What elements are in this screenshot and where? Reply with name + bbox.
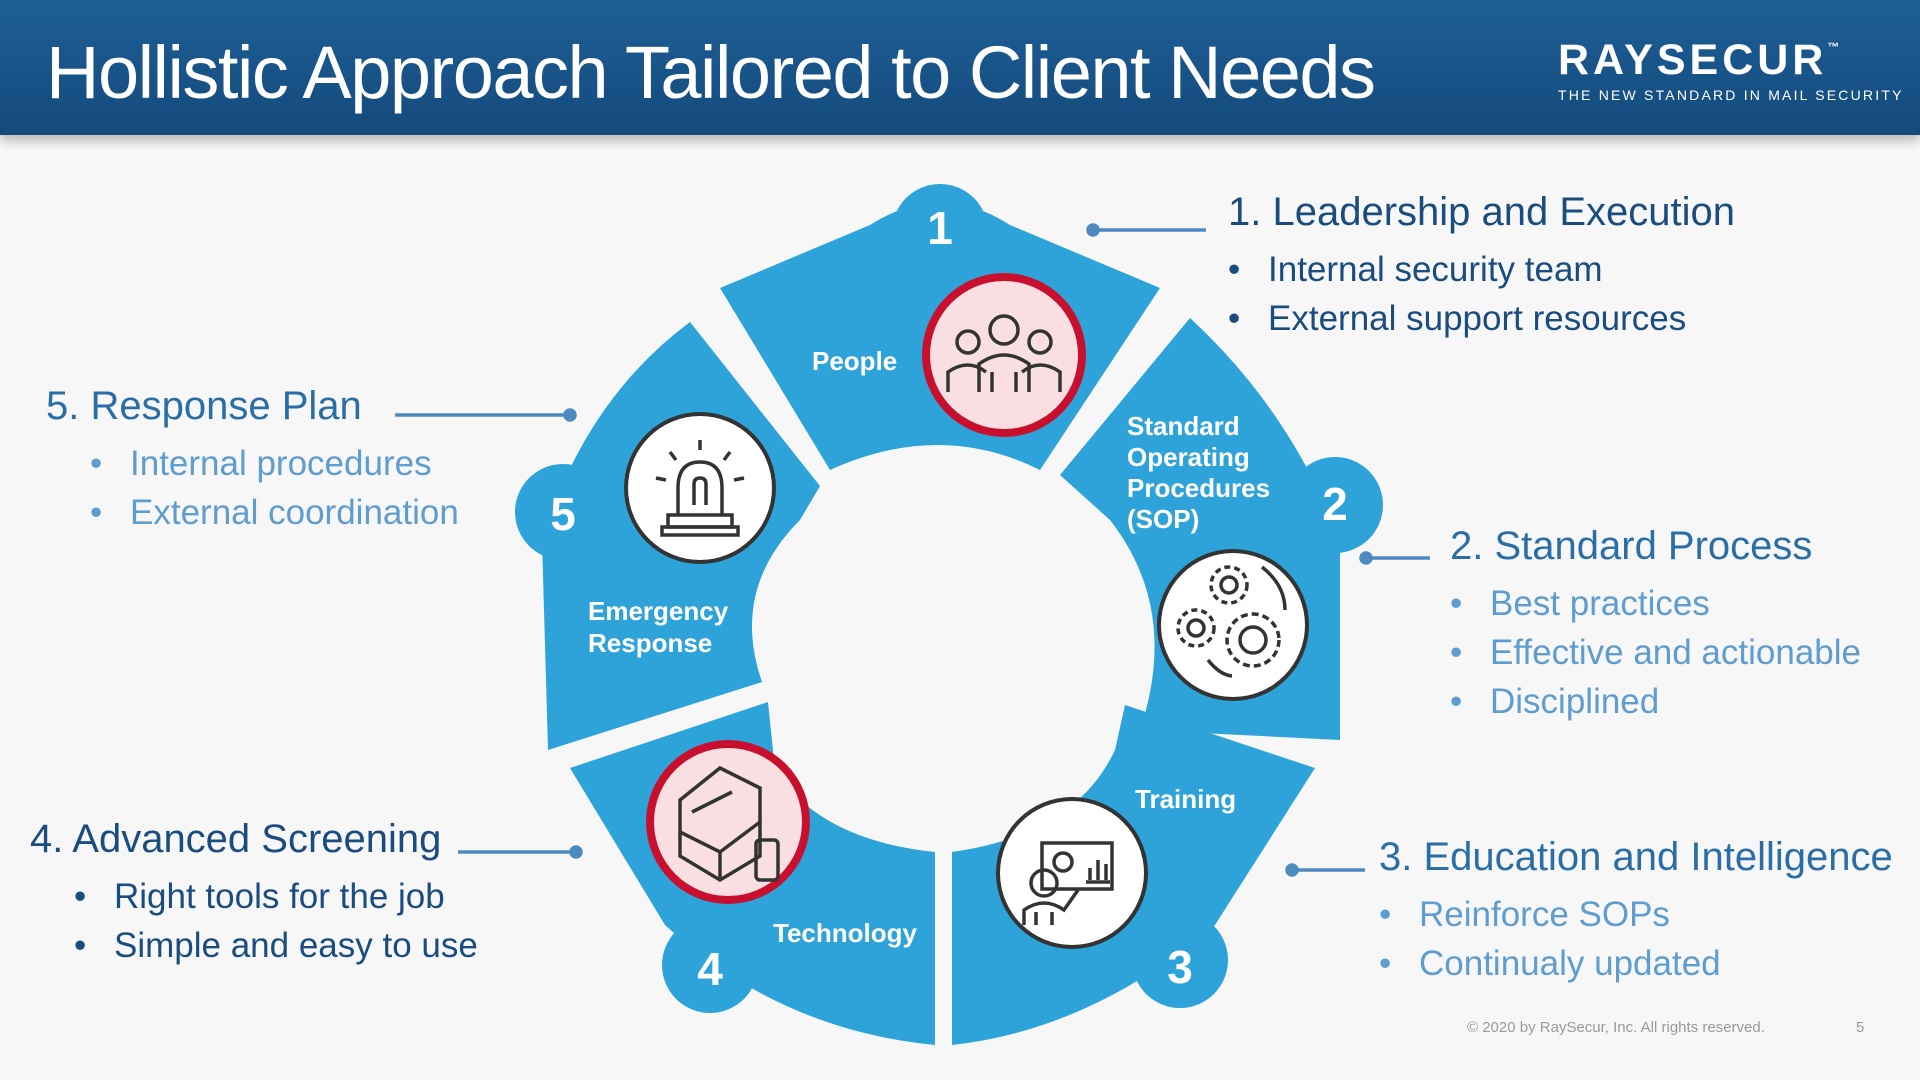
segment-label-sop-line-1: Standard (1127, 411, 1240, 441)
segment-label-technology: Technology (773, 918, 918, 948)
segment-number-2: 2 (1322, 478, 1348, 530)
bullet-item: Internal security team (1228, 245, 1735, 294)
segment-label-emergency-line-1: Emergency (588, 596, 729, 626)
segment-number-5: 5 (550, 488, 576, 540)
segment-number-1: 1 (927, 202, 953, 254)
bullet-item: Right tools for the job (74, 872, 478, 921)
logo-tagline: THE NEW STANDARD IN MAIL SECURITY (1558, 87, 1904, 103)
header-bar: Hollistic Approach Tailored to Client Ne… (0, 0, 1920, 135)
tab-4 (662, 917, 758, 1013)
segment-label-training: Training (1135, 784, 1236, 814)
logo-word: RAYSECUR (1558, 36, 1828, 84)
people-icon (922, 273, 1086, 437)
bullet-list: Right tools for the job Simple and easy … (74, 872, 478, 970)
segment-label-sop-line-3: Procedures (1127, 473, 1270, 503)
copyright-notice: © 2020 by RaySecur, Inc. All rights rese… (1467, 1019, 1765, 1036)
section-education: 3. Education and Intelligence Reinforce … (1379, 835, 1893, 988)
section-heading: 2. Standard Process (1450, 524, 1813, 568)
segment-label-sop-line-2: Operating (1127, 442, 1250, 472)
bullet-item: Reinforce SOPs (1379, 890, 1893, 939)
bullet-list: Internal procedures External coordinatio… (90, 439, 459, 537)
tab-1 (892, 184, 988, 280)
bullet-item: Best practices (1450, 579, 1861, 628)
bullet-list: Best practices Effective and actionable … (1450, 579, 1861, 726)
section-heading: 3. Education and Intelligence (1379, 835, 1893, 879)
segment-number-3: 3 (1167, 941, 1193, 993)
segment-label-emergency-line-2: Response (588, 628, 712, 658)
section-standard-process: 2. Standard Process Best practices Effec… (1450, 524, 1861, 726)
raysecur-logo: RAYSECUR™ THE NEW STANDARD IN MAIL SECUR… (1558, 36, 1904, 103)
bullet-item: Continualy updated (1379, 939, 1893, 988)
tab-3 (1132, 912, 1228, 1008)
bullet-item: Internal procedures (90, 439, 459, 488)
bullet-item: Effective and actionable (1450, 628, 1861, 677)
bullet-item: Disciplined (1450, 677, 1861, 726)
presenter-icon (996, 797, 1148, 949)
section-leadership: 1. Leadership and Execution Internal sec… (1228, 190, 1735, 343)
section-heading: 5. Response Plan (46, 384, 362, 428)
logo-trademark: ™ (1827, 40, 1840, 54)
section-heading: 4. Advanced Screening (30, 817, 442, 861)
gears-icon (1157, 549, 1309, 701)
bullet-list: Reinforce SOPs Continualy updated (1379, 890, 1893, 988)
bullet-item: External support resources (1228, 294, 1735, 343)
segment-label-sop-line-4: (SOP) (1127, 504, 1199, 534)
bullet-list: Internal security team External support … (1228, 245, 1735, 343)
tab-5 (515, 464, 611, 560)
segment-number-4: 4 (697, 943, 723, 995)
scanner-icon (646, 740, 810, 904)
page-number: 5 (1856, 1019, 1865, 1036)
alarm-icon (624, 412, 776, 564)
segment-label-people: People (812, 346, 897, 376)
section-heading: 1. Leadership and Execution (1228, 190, 1736, 234)
page-title: Hollistic Approach Tailored to Client Ne… (46, 31, 1376, 114)
bullet-item: External coordination (90, 488, 459, 537)
section-response: 5. Response Plan Internal procedures Ext… (46, 384, 459, 537)
bullet-item: Simple and easy to use (74, 921, 478, 970)
tab-2 (1287, 457, 1383, 553)
section-screening: 4. Advanced Screening Right tools for th… (30, 817, 478, 970)
